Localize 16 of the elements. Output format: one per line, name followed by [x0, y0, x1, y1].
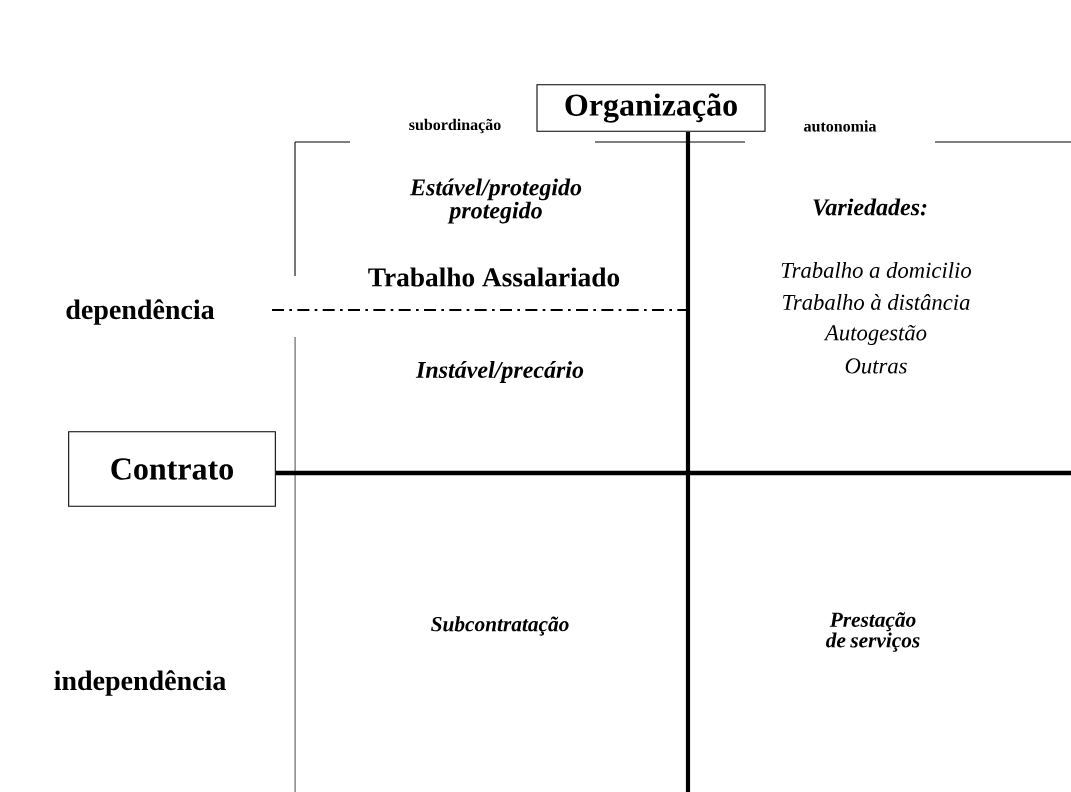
- title-box: Contrato: [68, 431, 276, 507]
- list-item: Trabalho à distância: [783, 294, 970, 310]
- quadrant-label: Subcontratação: [431, 616, 569, 636]
- quadrant-label: Estável/protegido protegido: [409, 178, 582, 224]
- axis-label: independência: [54, 670, 226, 696]
- quadrant-heading: Variedades:: [813, 198, 927, 216]
- axis-label: subordinação: [409, 118, 501, 134]
- axis-label: autonomia: [804, 120, 877, 132]
- quadrant-heading: Trabalho Assalariado: [368, 267, 620, 287]
- title-box: Organização: [536, 84, 766, 132]
- axis-label: dependência: [66, 299, 215, 325]
- list-item: Outras: [845, 358, 907, 374]
- list-item: Trabalho a domicilio: [781, 262, 972, 278]
- quadrant-label: Prestação de serviços: [826, 612, 920, 652]
- quadrant-label: Instável/precário: [415, 361, 584, 383]
- list-item: Autogestão: [823, 324, 927, 346]
